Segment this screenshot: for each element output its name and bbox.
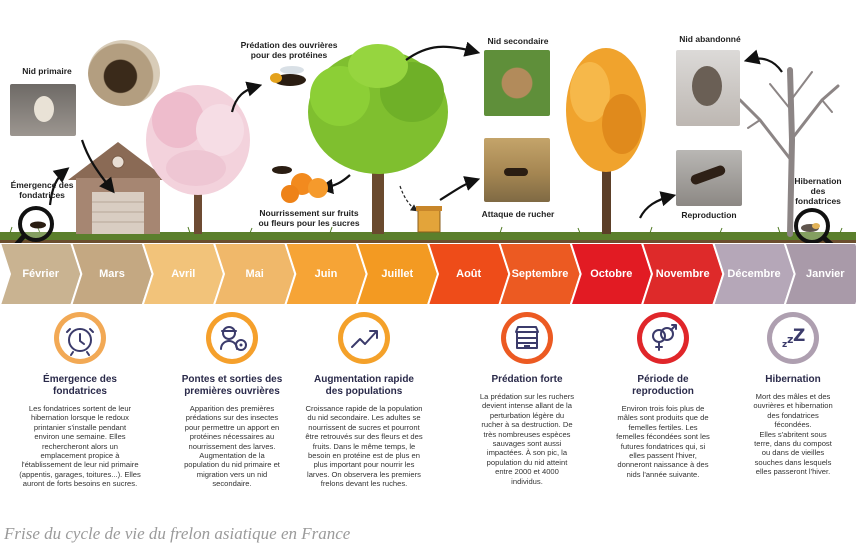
month-chevron bbox=[355, 243, 440, 305]
photo-nest-cells bbox=[88, 40, 160, 106]
month-chevron bbox=[640, 243, 725, 305]
timeline-chevrons bbox=[0, 243, 856, 305]
alarm-clock-icon bbox=[54, 312, 106, 364]
month-label: Septembre bbox=[511, 268, 569, 280]
photo-primary-nest bbox=[10, 84, 76, 136]
hive-box-illustration bbox=[416, 206, 442, 233]
arrow-to-abandoned bbox=[743, 49, 783, 73]
month-chevron bbox=[70, 243, 154, 305]
month-label: Novembre bbox=[655, 268, 710, 280]
photo-secondary-nest bbox=[484, 50, 550, 116]
gender-symbols-icon bbox=[637, 312, 689, 364]
month-chevron bbox=[569, 243, 654, 305]
label-apiary-attack: Attaque de rucher bbox=[481, 209, 555, 219]
worker-gears-icon bbox=[206, 312, 258, 364]
svg-text:z: z bbox=[787, 333, 793, 346]
month-label: Janvier bbox=[806, 268, 845, 280]
label-reproduction: Reproduction bbox=[681, 210, 737, 220]
figure-caption: Frise du cycle de vie du frelon asiatiqu… bbox=[4, 524, 351, 543]
svg-text:z: z bbox=[782, 340, 787, 350]
month-label: Août bbox=[456, 268, 482, 280]
autumn-tree-illustration bbox=[566, 48, 646, 234]
photo-abandoned-nest bbox=[676, 50, 740, 126]
month-chevron bbox=[141, 243, 226, 305]
month-timeline: Février Mars Avril Mai Juin Juillet Août Septem… bbox=[0, 243, 856, 305]
arrow-to-predation bbox=[230, 81, 263, 113]
month-label: Février bbox=[22, 268, 60, 280]
label-abandoned-nest: Nid abandonné bbox=[679, 34, 741, 44]
month-chevron bbox=[0, 243, 83, 305]
svg-text:Z: Z bbox=[793, 326, 805, 346]
month-label: Juillet bbox=[381, 268, 414, 280]
photo-apiary-attack bbox=[484, 138, 550, 202]
month-chevron bbox=[426, 243, 511, 305]
beehive-icon bbox=[501, 312, 553, 364]
month-label: Décembre bbox=[727, 268, 781, 280]
month-label: Mai bbox=[245, 268, 264, 280]
lifecycle-illustration bbox=[0, 41, 856, 250]
phase-column: Prédation forte La prédation sur les ruch… bbox=[459, 312, 595, 486]
arrow-to-apiary bbox=[439, 176, 481, 201]
month-chevron bbox=[212, 243, 297, 305]
house-illustration bbox=[68, 142, 168, 234]
month-chevron bbox=[712, 243, 796, 305]
blossom-tree-illustration bbox=[146, 85, 250, 234]
green-tree-illustration bbox=[308, 44, 448, 234]
month-label: Juin bbox=[314, 268, 338, 280]
month-label: Octobre bbox=[590, 268, 633, 280]
label-secondary-nest: Nid secondaire bbox=[487, 36, 549, 46]
month-label: Avril bbox=[171, 268, 196, 280]
hornet-hibernation bbox=[801, 223, 820, 232]
hornet-predation bbox=[270, 66, 306, 86]
phase-title: Prédation forte bbox=[491, 374, 563, 385]
hornet-on-fruit bbox=[272, 166, 328, 203]
month-label: Mars bbox=[99, 268, 125, 280]
dashed-arrow-hive bbox=[399, 185, 418, 212]
arrow-to-secondary-nest bbox=[405, 41, 481, 61]
month-chevron bbox=[284, 243, 368, 305]
month-chevron bbox=[783, 243, 856, 305]
arrow-to-reproduction bbox=[639, 191, 677, 219]
bare-tree-illustration bbox=[738, 67, 840, 237]
month-chevron bbox=[498, 243, 582, 305]
photo-reproduction bbox=[676, 150, 742, 206]
growth-arrow-icon bbox=[338, 312, 390, 364]
arrow-nest-to-house bbox=[80, 139, 115, 194]
arrow-emergence-to-nest bbox=[48, 167, 70, 206]
phase-title: Hibernation bbox=[765, 374, 821, 385]
label-primary-nest: Nid primaire bbox=[22, 66, 72, 76]
